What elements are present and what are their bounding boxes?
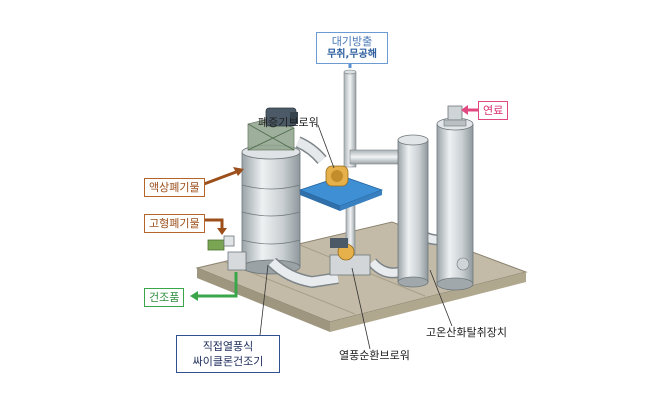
feed-unit [207, 235, 247, 271]
cyclone-dryer-label-line2: 싸이클론건조기 [192, 355, 264, 368]
cyclone-dryer [241, 107, 301, 275]
leader-lines [259, 124, 453, 350]
waste-gas-blower-label: 폐증기브로워 [258, 116, 319, 129]
exhaust-label: 대기방출 무취,무공해 [316, 32, 388, 64]
flow-arrows [190, 55, 478, 301]
cyclone-dryer-label-line1: 직접열풍식 [202, 340, 254, 353]
exhaust-stack [343, 69, 357, 261]
circulation-blower [329, 238, 371, 276]
exhaust-title: 대기방출 [331, 35, 373, 48]
condenser-column [397, 134, 429, 288]
cyclone-dryer-label: 직접열풍식 싸이클론건조기 [176, 335, 280, 373]
dry-product-label: 건조품 [144, 288, 185, 307]
liquid-waste-label: 액상폐기물 [144, 178, 205, 197]
exhaust-subtitle: 무취,무공해 [327, 49, 377, 60]
hot-air-blower-label: 열풍순환브로워 [339, 349, 410, 362]
blower-platform [298, 165, 384, 211]
fuel-label: 연료 [478, 101, 509, 120]
thermal-oxidizer-label: 고온산화탈취장치 [426, 326, 507, 339]
solid-waste-label: 고형폐기물 [144, 214, 205, 233]
thermal-oxidizer [436, 105, 474, 291]
